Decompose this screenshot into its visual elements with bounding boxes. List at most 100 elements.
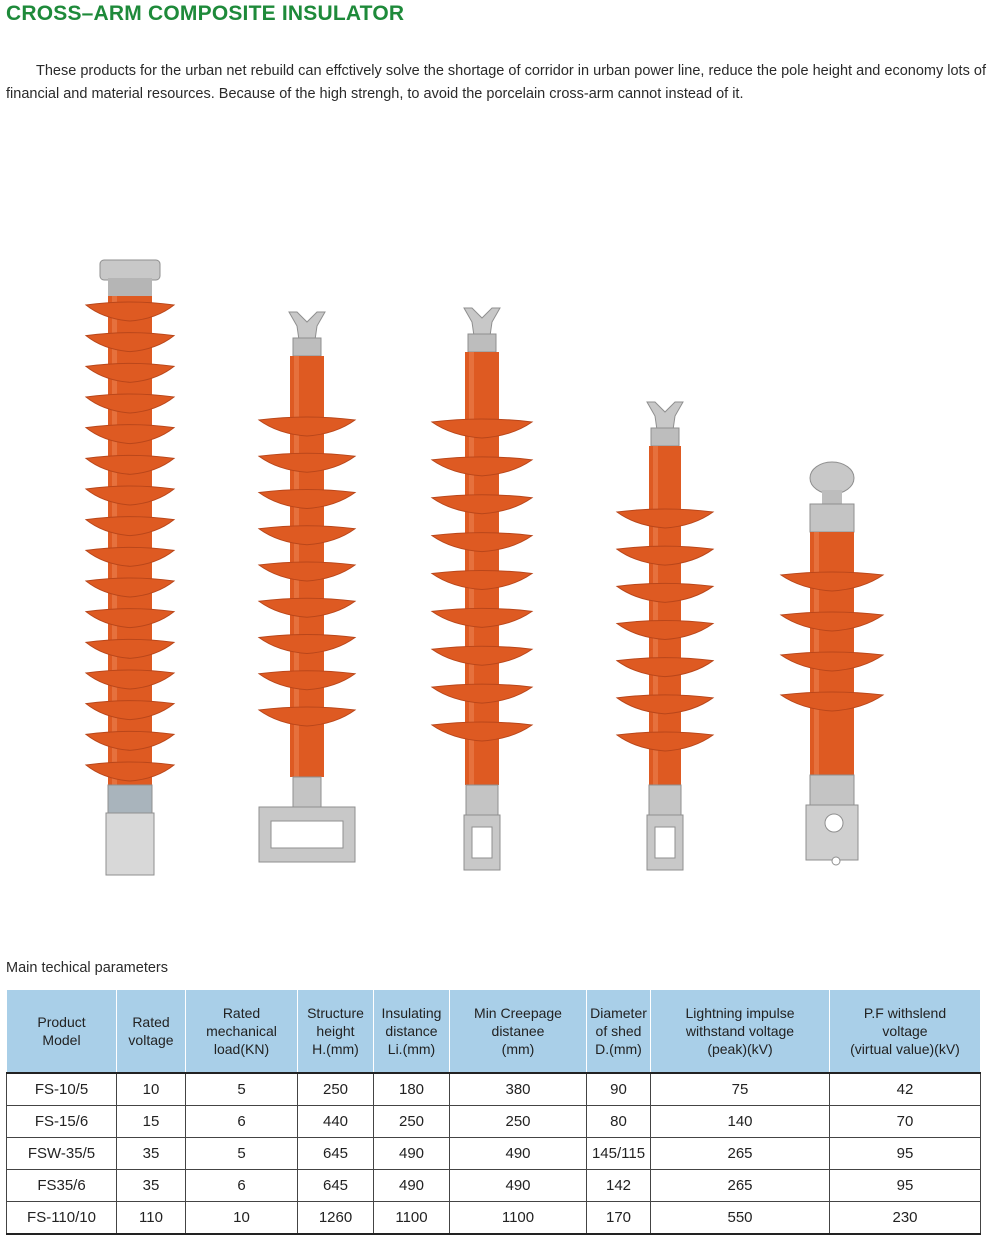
insulator-shed xyxy=(84,608,176,629)
insulator-shed xyxy=(84,454,176,475)
insulator-shed xyxy=(430,570,534,591)
end-plate xyxy=(805,804,859,861)
insulator-shed xyxy=(430,418,534,439)
table-cell: 142 xyxy=(586,1169,651,1202)
insulator-shed xyxy=(84,362,176,383)
table-cell: 35 xyxy=(116,1169,186,1202)
insulator-shed xyxy=(84,669,176,690)
table-cell: 645 xyxy=(297,1169,374,1202)
table-cell: 95 xyxy=(829,1169,981,1202)
insulator-illustration xyxy=(84,259,885,876)
insulator-rod-highlight xyxy=(112,296,117,785)
slot-opening xyxy=(654,826,676,859)
table-cell: 6 xyxy=(185,1169,298,1202)
insulator-shed xyxy=(615,620,715,641)
plate-hole xyxy=(824,813,844,833)
metal-cap-fitting xyxy=(108,278,152,296)
end-fitting xyxy=(648,784,682,816)
table-cell: 490 xyxy=(449,1169,587,1202)
header-lightning-impulse: Lightning impulse withstand voltage (pea… xyxy=(650,989,830,1074)
clevis-fitting xyxy=(650,427,680,447)
plate-hole xyxy=(831,856,841,866)
table-cell: 380 xyxy=(449,1072,587,1106)
insulator-shed xyxy=(84,332,176,353)
table-cell: 5 xyxy=(185,1072,298,1106)
parameters-table: Product Model Rated voltage Rated mechan… xyxy=(6,989,981,1235)
insulator-shed xyxy=(779,611,885,632)
insulator-shed xyxy=(84,638,176,659)
table-cell: 35 xyxy=(116,1137,186,1170)
table-cell: 80 xyxy=(586,1105,651,1138)
insulator-shed xyxy=(779,571,885,592)
table-cell: FSW-35/5 xyxy=(6,1137,117,1170)
header-creepage-distance: Min Creepage distanee (mm) xyxy=(449,989,587,1074)
table-cell: 90 xyxy=(586,1072,651,1106)
table-cell: 440 xyxy=(297,1105,374,1138)
insulator-shed xyxy=(84,761,176,782)
table-cell: 95 xyxy=(829,1137,981,1170)
insulator-shed xyxy=(84,700,176,721)
insulator-shed xyxy=(84,301,176,322)
end-fitting xyxy=(809,774,855,806)
table-caption: Main techical parameters xyxy=(6,960,168,976)
table-cell: 170 xyxy=(586,1201,651,1235)
ball-fitting xyxy=(822,490,842,504)
clevis-fitting xyxy=(467,333,497,353)
header-shed-diameter: Diameter of shed D.(mm) xyxy=(586,989,651,1074)
header-rated-voltage: Rated voltage xyxy=(116,989,186,1074)
insulator-shed xyxy=(430,645,534,666)
table-cell: 145/115 xyxy=(586,1137,651,1170)
end-fitting xyxy=(292,776,322,808)
table-cell: 1260 xyxy=(297,1201,374,1235)
table-cell: 10 xyxy=(116,1072,186,1106)
table-cell: FS-15/6 xyxy=(6,1105,117,1138)
insulator-shed xyxy=(615,582,715,603)
insulator-shed xyxy=(257,561,357,582)
table-cell: 180 xyxy=(373,1072,450,1106)
insulator-product-photo xyxy=(0,250,1000,890)
intro-paragraph: These products for the urban net rebuild… xyxy=(6,63,986,102)
table-cell: 645 xyxy=(297,1137,374,1170)
table-cell: 250 xyxy=(297,1072,374,1106)
header-mechanical-load: Rated mechanical load(KN) xyxy=(185,989,298,1074)
insulator-shed xyxy=(430,532,534,553)
end-fitting xyxy=(465,784,499,816)
header-insulating-distance: Insulating distance Li.(mm) xyxy=(373,989,450,1074)
ball-fitting xyxy=(809,503,855,533)
insulator-shed xyxy=(257,670,357,691)
table-cell: 15 xyxy=(116,1105,186,1138)
insulator-shed xyxy=(84,546,176,567)
insulator-rod-highlight xyxy=(469,352,474,785)
header-pf-voltage: P.F withslend voltage (virtual value)(kV… xyxy=(829,989,981,1074)
table-cell: 6 xyxy=(185,1105,298,1138)
metal-cap-fitting xyxy=(99,259,161,281)
insulator-shed xyxy=(430,456,534,477)
insulator-shed xyxy=(257,416,357,437)
table-cell: 490 xyxy=(449,1137,587,1170)
table-cell: 1100 xyxy=(373,1201,450,1235)
table-cell: 140 xyxy=(650,1105,830,1138)
insulator-shed xyxy=(615,508,715,529)
insulator-shed xyxy=(430,494,534,515)
header-product-model: Product Model xyxy=(6,989,117,1074)
page-title: CROSS–ARM COMPOSITE INSULATOR xyxy=(6,2,405,25)
table-cell: 250 xyxy=(373,1105,450,1138)
insulator-shed xyxy=(779,691,885,712)
insulator-rod-highlight xyxy=(653,446,658,785)
clevis-fitting xyxy=(288,311,326,341)
table-cell: FS-10/5 xyxy=(6,1072,117,1106)
insulator-shed xyxy=(84,424,176,445)
insulator-shed xyxy=(257,706,357,727)
table-cell: 490 xyxy=(373,1137,450,1170)
table-cell: 550 xyxy=(650,1201,830,1235)
table-cell: 1100 xyxy=(449,1201,587,1235)
slot-opening xyxy=(471,826,493,859)
insulator-shed xyxy=(257,597,357,618)
insulator-shed xyxy=(615,694,715,715)
clevis-fitting xyxy=(646,401,684,431)
end-plate xyxy=(105,812,155,876)
table-cell: FS-110/10 xyxy=(6,1201,117,1235)
